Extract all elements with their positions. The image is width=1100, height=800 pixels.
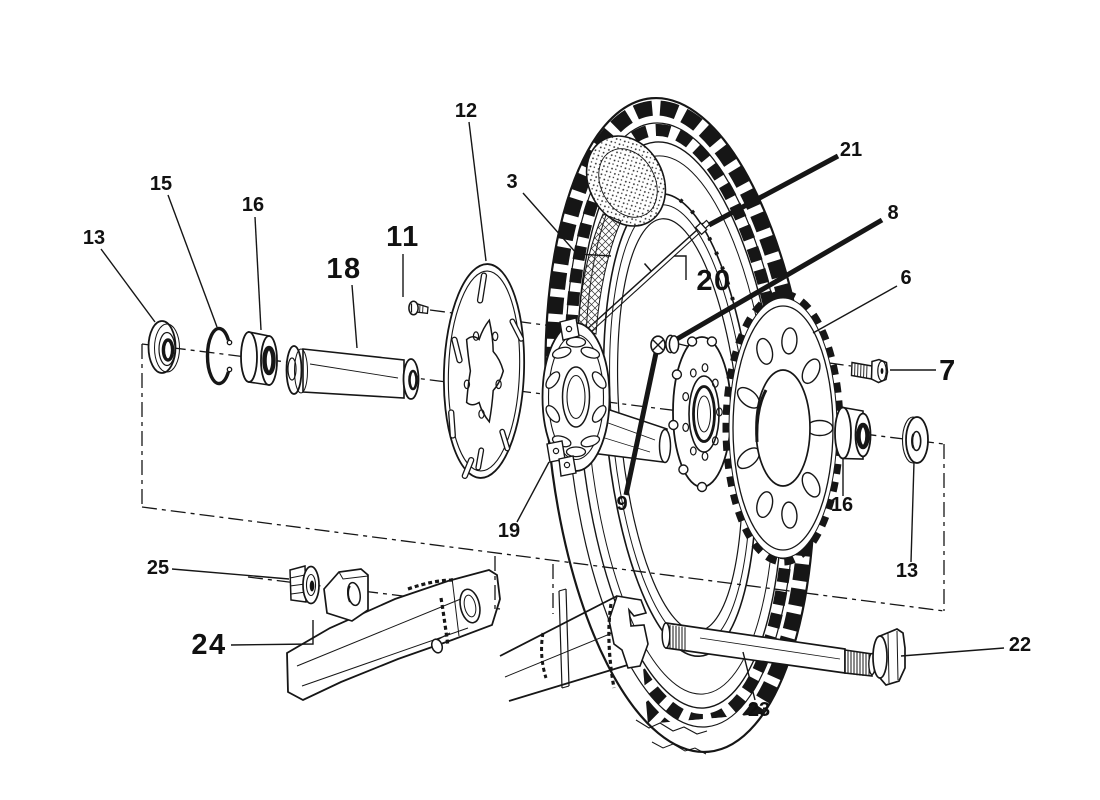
callout-leader-23	[742, 651, 756, 701]
spoke-nipple	[694, 219, 711, 236]
callout-label-8: 8	[887, 202, 898, 224]
callout-layer: 13 15 16 18 11 12 3 21 8 6 7 20 9 19 16 13 25 24 22 23	[83, 100, 1031, 721]
wheel-hub	[541, 317, 672, 477]
axle-nut	[872, 628, 906, 686]
sprocket	[722, 290, 844, 566]
callout-leader-15	[167, 194, 218, 328]
hub-holes	[545, 336, 607, 458]
callout-label-19: 19	[498, 520, 520, 542]
swingarm	[286, 569, 649, 702]
callout-leader-13b	[910, 461, 915, 563]
spoke-break-tick	[643, 262, 653, 273]
carrier-holes	[682, 363, 723, 461]
chain-hanging	[607, 603, 616, 689]
callout-label-9: 9	[616, 493, 627, 515]
callout-label-21: 21	[840, 139, 862, 161]
adjuster-block	[323, 568, 369, 622]
callout-leader-19	[516, 461, 550, 523]
hub-nut	[650, 335, 666, 355]
rim-band-crosshatch	[577, 213, 622, 335]
spoke	[584, 219, 711, 335]
axle-clevis	[608, 595, 649, 669]
callout-leader-12	[468, 121, 487, 262]
callout-leader-25	[171, 568, 290, 580]
callout-leader-20	[674, 255, 687, 280]
adjuster-nut	[289, 565, 320, 605]
callout-label-22: 22	[1009, 634, 1031, 656]
callout-leader-16a	[254, 216, 262, 331]
callout-label-20: 20	[696, 265, 731, 297]
rear-axle	[661, 622, 876, 677]
callout-label-18: 18	[326, 253, 361, 285]
callout-label-12: 12	[455, 100, 477, 122]
sprocket-carrier	[668, 336, 732, 493]
chain-top	[407, 578, 456, 591]
swingarm-right-arm	[499, 595, 618, 657]
callout-leader-8	[675, 217, 884, 342]
callout-label-16b: 16	[831, 494, 853, 516]
callout-leader-9	[623, 352, 659, 496]
callout-label-13b: 13	[896, 560, 918, 582]
callout-leader-24	[230, 620, 314, 646]
rim-spoke-dimples	[678, 198, 736, 305]
brake-disc	[442, 263, 526, 480]
sprocket-windows	[736, 327, 834, 529]
callout-label-3: 3	[506, 171, 517, 193]
tire-section-cutaway	[585, 135, 667, 227]
callout-leader-3	[522, 192, 612, 257]
seal-left	[147, 320, 180, 374]
axle-thread-right	[847, 651, 870, 676]
callout-leader-13a	[100, 248, 156, 323]
callout-label-16a: 16	[242, 194, 264, 216]
disc-screw	[408, 300, 429, 316]
callout-label-15: 15	[150, 173, 172, 195]
hub-washer	[665, 334, 680, 354]
tread-bottom	[635, 719, 708, 735]
callout-label-24: 24	[191, 629, 226, 661]
disc-spider	[465, 318, 505, 424]
callout-label-25: 25	[147, 557, 169, 579]
circlip	[205, 326, 233, 386]
callout-label-13a: 13	[83, 227, 105, 249]
callout-label-6: 6	[900, 267, 911, 289]
axle-spacer	[285, 345, 420, 400]
callout-leader-6	[812, 285, 898, 334]
adjuster-axis	[247, 576, 453, 603]
callout-label-23: 23	[748, 699, 770, 721]
sprocket-bolt	[850, 358, 889, 384]
bearing-right	[834, 406, 872, 460]
callout-leader-21	[707, 153, 840, 228]
hub-disc-tabs	[546, 317, 580, 477]
callout-leader-18	[351, 284, 358, 349]
bearing-left	[240, 331, 278, 386]
disc-slots	[448, 272, 525, 480]
callout-label-7: 7	[939, 355, 957, 387]
swingarm-left-arm	[286, 569, 501, 702]
callout-leader-22	[900, 647, 1005, 657]
callout-label-11: 11	[386, 221, 420, 253]
washer-right	[901, 416, 929, 464]
